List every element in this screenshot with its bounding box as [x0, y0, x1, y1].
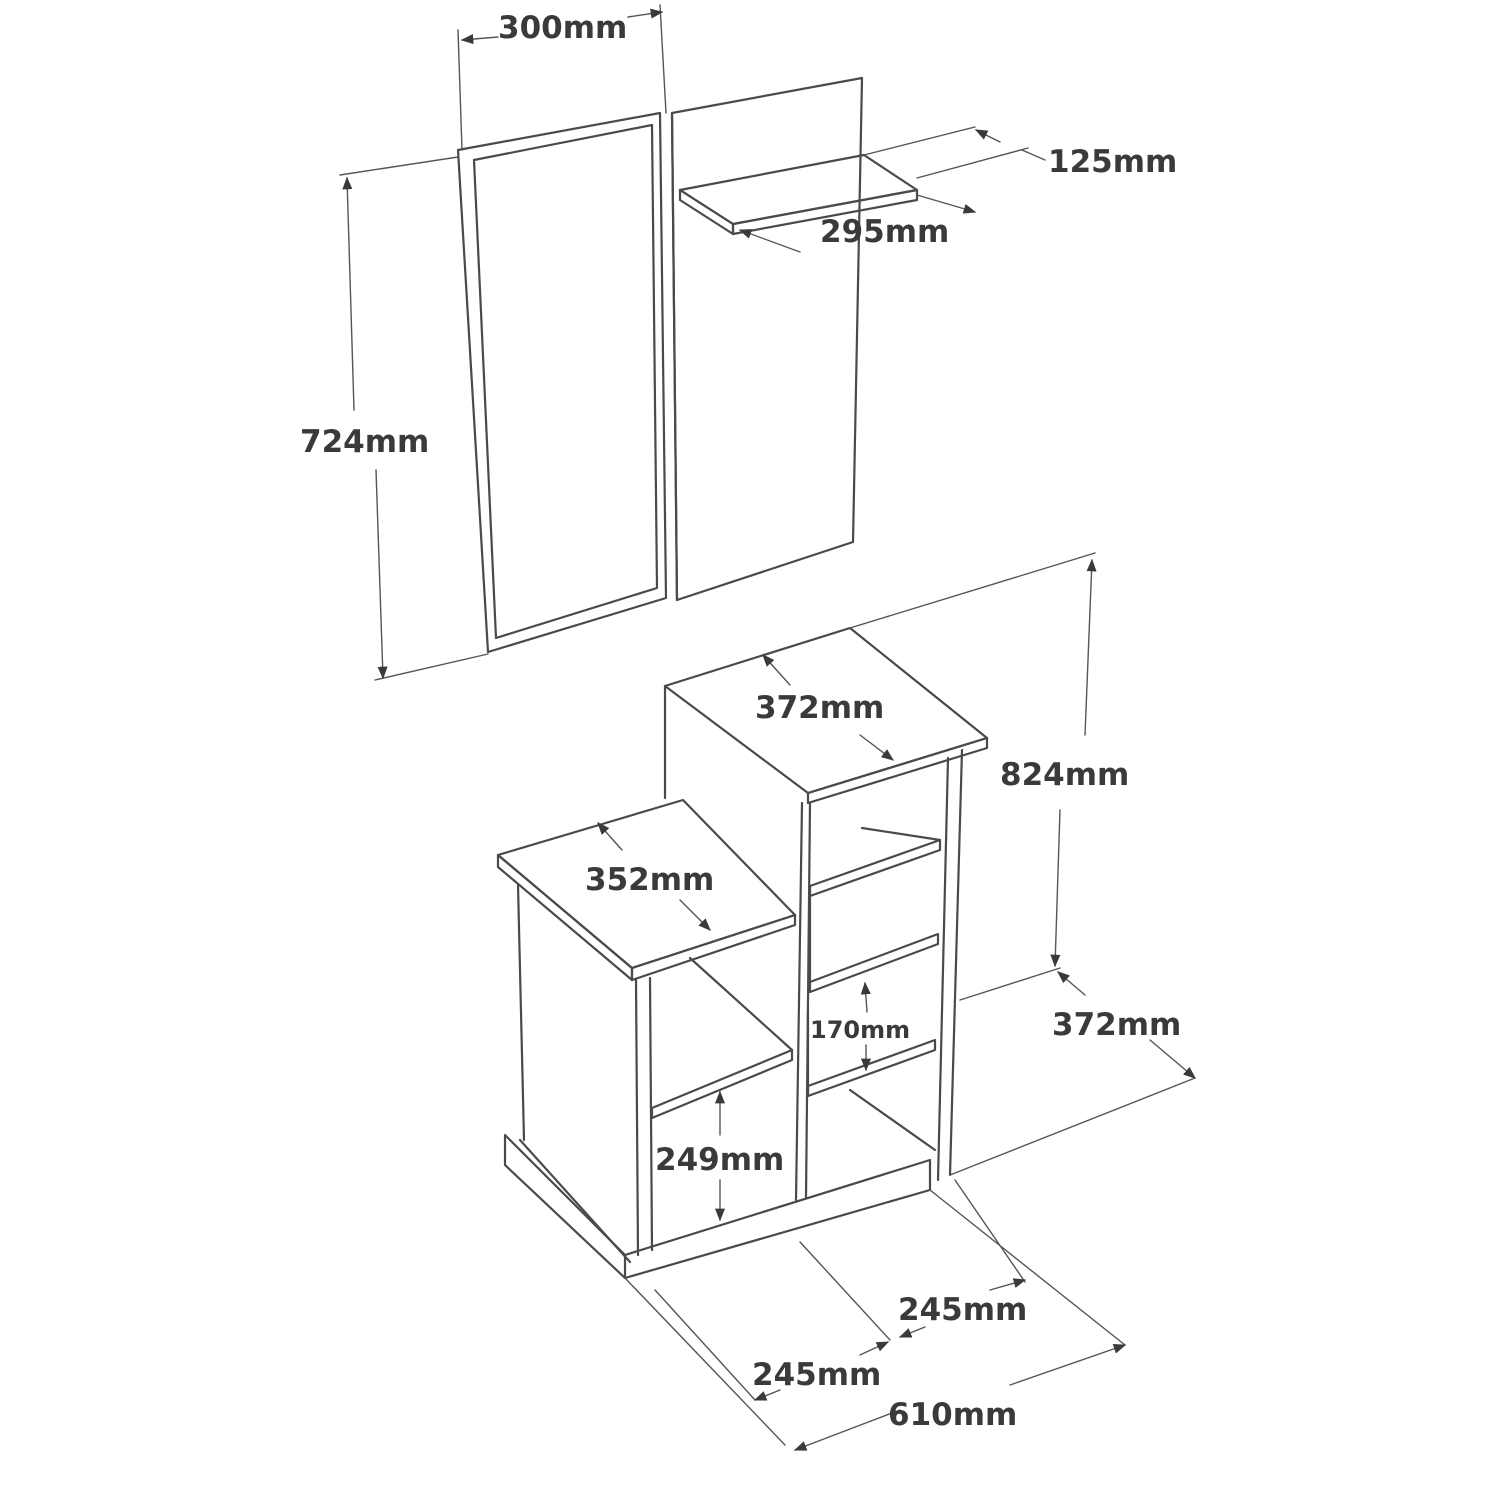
label-panel-width: 300mm [498, 10, 627, 46]
label-shelf-width: 295mm [820, 214, 949, 250]
label-total-width: 610mm [888, 1397, 1017, 1433]
mirror-panel [456, 111, 668, 654]
cabinet [496, 626, 989, 1280]
wall-shelf [678, 153, 919, 236]
label-low-top-width: 352mm [585, 862, 714, 898]
back-panel [670, 76, 864, 602]
label-shelf-depth: 125mm [1048, 144, 1177, 180]
label-tall-top-width: 372mm [755, 690, 884, 726]
label-right-section-width: 245mm [898, 1292, 1027, 1328]
dimension-lines [339, 4, 1196, 1451]
label-cabinet-depth: 372mm [1052, 1007, 1181, 1043]
label-small-compartment: 170mm [810, 1016, 910, 1044]
label-panel-height: 724mm [300, 424, 429, 460]
label-cabinet-height: 824mm [1000, 757, 1129, 793]
label-left-section-width: 245mm [752, 1357, 881, 1393]
dimension-labels: 300mm 125mm 295mm 724mm 372mm 824mm 352m… [300, 10, 1181, 1433]
label-large-compartment: 249mm [655, 1142, 784, 1178]
